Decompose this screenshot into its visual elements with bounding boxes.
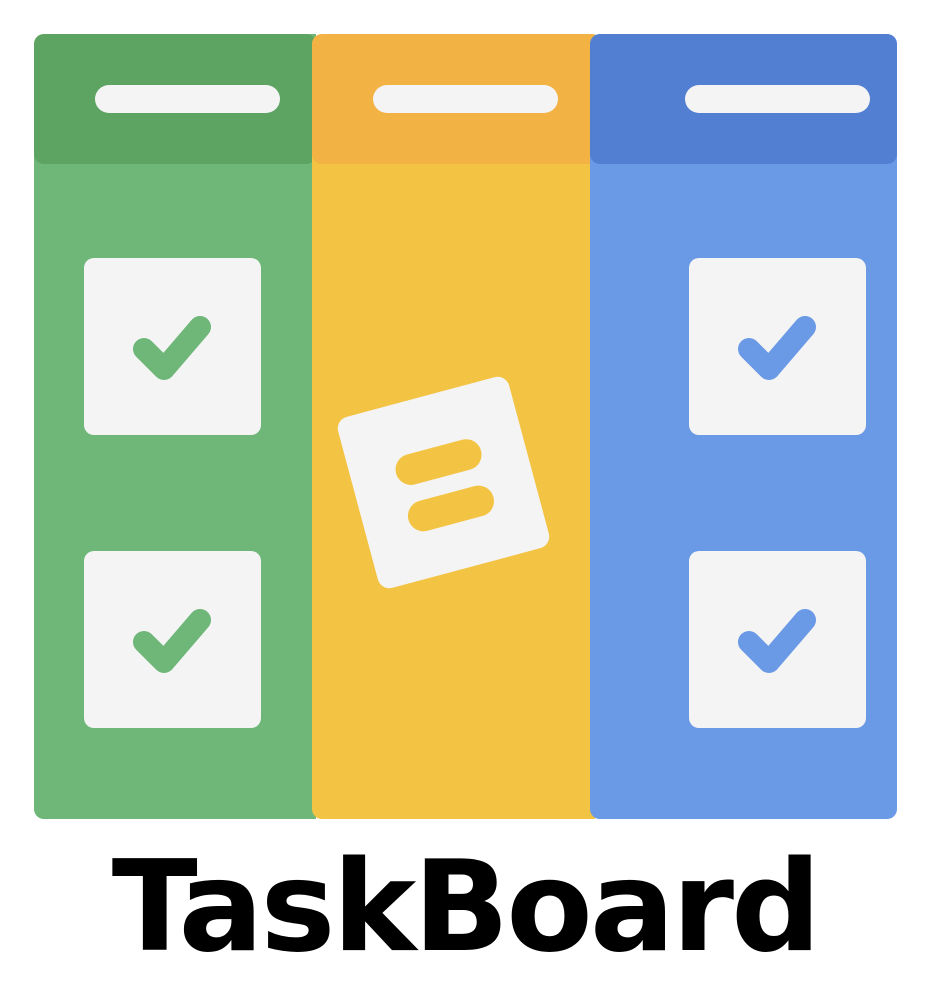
check-icon bbox=[133, 609, 211, 673]
column-yellow bbox=[312, 34, 602, 819]
check-icon bbox=[738, 609, 816, 673]
column-blue bbox=[590, 34, 897, 819]
task-card-in-progress bbox=[335, 374, 552, 591]
column-green bbox=[34, 34, 316, 819]
task-card-done bbox=[84, 258, 261, 435]
check-icon bbox=[133, 316, 211, 380]
task-card-done bbox=[689, 551, 866, 728]
task-card-done bbox=[689, 258, 866, 435]
card-text-line bbox=[404, 482, 498, 535]
check-icon bbox=[738, 316, 816, 380]
header-bar bbox=[95, 85, 280, 113]
column-header bbox=[312, 34, 602, 164]
header-bar bbox=[373, 85, 558, 113]
header-bar bbox=[685, 85, 870, 113]
card-text-line bbox=[392, 435, 486, 489]
kanban-board-graphic bbox=[34, 34, 897, 819]
column-header bbox=[34, 34, 316, 164]
brand-name: TaskBoard bbox=[111, 833, 821, 980]
column-header bbox=[590, 34, 897, 164]
task-card-done bbox=[84, 551, 261, 728]
